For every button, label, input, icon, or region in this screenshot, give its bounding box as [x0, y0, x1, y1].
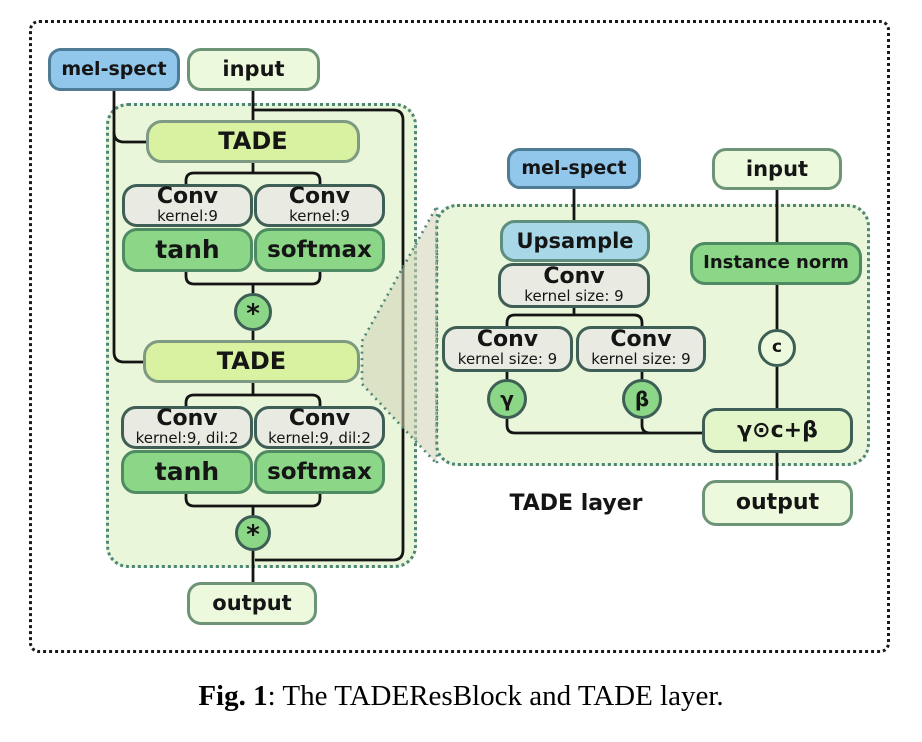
- conv-box-beta: Conv kernel size: 9: [576, 326, 706, 372]
- connector-tade-bottom-split: [184, 383, 322, 406]
- instance-norm-box: Instance norm: [690, 242, 862, 285]
- c-node: c: [758, 329, 796, 367]
- output-box-left: output: [187, 582, 317, 625]
- tade-layer-label: TADE layer: [509, 491, 643, 516]
- conv-box-upsample: Conv kernel size: 9: [498, 263, 650, 308]
- conv-box-top-left: Conv kernel:9: [122, 184, 253, 227]
- beta-node: β: [622, 379, 662, 419]
- conv-sublabel: kernel size: 9: [524, 286, 624, 305]
- conv-title: Conv: [476, 327, 539, 353]
- conv-title: Conv: [288, 405, 351, 431]
- conv-title: Conv: [610, 327, 672, 353]
- tade-block-bottom: TADE: [143, 340, 360, 383]
- conv-sublabel: kernel:9, dil:2: [268, 428, 371, 447]
- caption-number: Fig. 1: [198, 680, 268, 712]
- multiply-symbol: *: [246, 299, 260, 330]
- tade-block-top: TADE: [146, 120, 360, 163]
- caption-text: : The TADEResBlock and TADE layer.: [267, 680, 724, 712]
- conv-box-top-right: Conv kernel:9: [254, 184, 385, 227]
- mel-spect-box-left: mel-spect: [48, 48, 180, 91]
- connector-tade-top-split: [184, 163, 322, 184]
- conv-title: Conv: [288, 183, 351, 209]
- conv-sublabel: kernel:9: [289, 206, 350, 225]
- connector-conv-split-right: [505, 308, 644, 326]
- affine-transform-box: γ⊙c+β: [702, 408, 853, 453]
- conv-sublabel: kernel size: 9: [457, 350, 558, 369]
- connector-melspect-to-tade-top: [112, 131, 147, 144]
- mel-spect-box-right: mel-spect: [507, 148, 641, 189]
- connector-gamma-beta-to-affine: [505, 419, 703, 435]
- tanh-box-top: tanh: [122, 228, 253, 272]
- conv-box-bottom-right: Conv kernel:9, dil:2: [254, 406, 385, 449]
- conv-title: Conv: [156, 405, 218, 431]
- multiply-node-bottom: *: [235, 515, 271, 551]
- connector-melspect-vertical: [112, 91, 144, 364]
- conv-sublabel: kernel:9, dil:2: [135, 428, 239, 447]
- softmax-box-bottom: softmax: [254, 450, 385, 494]
- output-box-right: output: [702, 480, 853, 526]
- connector-tanh-softmax-merge-bottom: [184, 494, 322, 516]
- gamma-node: γ: [487, 379, 527, 419]
- conv-box-gamma: Conv kernel size: 9: [442, 326, 573, 372]
- connector-tanh-softmax-merge-top: [184, 272, 322, 295]
- conv-sublabel: kernel size: 9: [591, 350, 691, 369]
- figure-caption: Fig. 1: The TADEResBlock and TADE layer.: [0, 680, 922, 713]
- conv-title: Conv: [543, 263, 605, 289]
- input-box-right: input: [712, 148, 842, 190]
- conv-box-bottom-left: Conv kernel:9, dil:2: [121, 406, 253, 449]
- multiply-node-top: *: [234, 293, 272, 331]
- zoom-funnel: [360, 204, 439, 466]
- input-box-left: input: [187, 48, 320, 91]
- multiply-symbol: *: [246, 520, 260, 551]
- conv-sublabel: kernel:9: [157, 206, 218, 225]
- tanh-box-bottom: tanh: [121, 450, 253, 494]
- upsample-box: Upsample: [500, 220, 650, 262]
- softmax-box-top: softmax: [254, 228, 385, 272]
- conv-title: Conv: [156, 183, 219, 209]
